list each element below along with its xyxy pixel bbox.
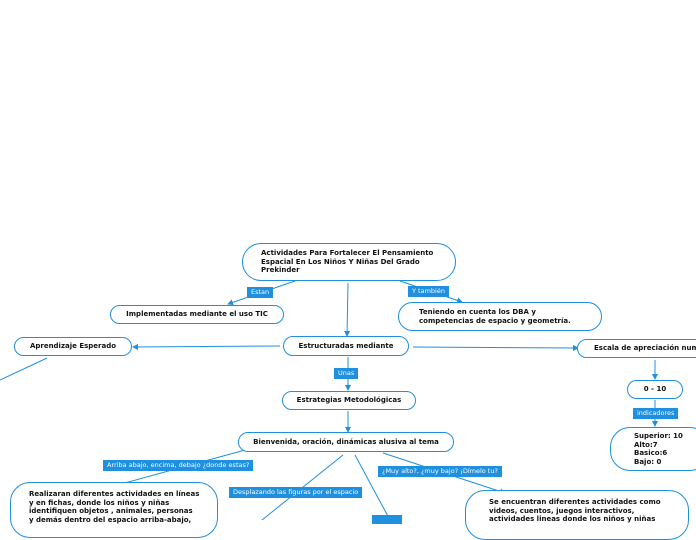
edge-root-estructuradas [344, 282, 351, 337]
mind-map-canvas: Actividades Para Fortalecer El Pensamien… [0, 243, 696, 540]
node-escala-text: Escala de apreciación num [594, 344, 696, 353]
node-realizaran-text: Realizaran diferentes actividades en lín… [29, 490, 200, 524]
label-tambien[interactable]: Y también [408, 286, 449, 297]
node-bienvenida-text: Bienvenida, oración, dinámicas alusiva a… [253, 437, 439, 446]
label-arriba[interactable]: Arriba abajo, encima, debajo ¿donde esta… [103, 460, 254, 471]
edge-bienvenida-cut [354, 454, 391, 520]
edge-estructuradas-aprendizaje [132, 343, 281, 350]
node-realizaran[interactable]: Realizaran diferentes actividades en lín… [10, 482, 218, 538]
label-estan[interactable]: Estan [247, 287, 274, 298]
node-bienvenida[interactable]: Bienvenida, oración, dinámicas alusiva a… [238, 432, 454, 452]
node-dba[interactable]: Teniendo en cuenta los DBA y competencia… [398, 302, 602, 331]
root-node[interactable]: Actividades Para Fortalecer El Pensamien… [242, 243, 456, 281]
label-desplazando[interactable]: Desplazando las figuras por el espacio [229, 487, 363, 498]
node-rango[interactable]: 0 - 10 [627, 380, 683, 399]
node-niveles-text: Superior: 10 Alto:7 Basico:6 Bajo: 0 [634, 432, 683, 466]
node-estrategias-text: Estrategias Metodológicas [296, 396, 402, 405]
node-tic[interactable]: Implementadas mediante el uso TIC [110, 305, 284, 324]
node-juegos-text: Se encuentran diferentes actividades com… [489, 498, 661, 523]
edge-estructuradas-escala [412, 344, 579, 351]
node-estrategias[interactable]: Estrategias Metodológicas [282, 391, 416, 410]
node-estructuradas[interactable]: Estructuradas mediante [283, 336, 409, 356]
node-escala[interactable]: Escala de apreciación num [577, 339, 696, 358]
edge-aprendizaje-out [0, 357, 48, 381]
label-indicadores[interactable]: indicadores [633, 408, 679, 419]
node-niveles[interactable]: Superior: 10 Alto:7 Basico:6 Bajo: 0 [610, 427, 696, 471]
node-aprendizaje[interactable]: Aprendizaje Esperado [14, 337, 132, 356]
label-alto[interactable]: ¿Muy alto?, ¿muy bajo? ¡Dímelo tu? [378, 466, 502, 477]
root-node-text: Actividades Para Fortalecer El Pensamien… [261, 249, 434, 275]
node-rango-text: 0 - 10 [643, 385, 667, 394]
node-tic-text: Implementadas mediante el uso TIC [126, 310, 268, 319]
node-juegos[interactable]: Se encuentran diferentes actividades com… [465, 490, 689, 540]
node-aprendizaje-text: Aprendizaje Esperado [29, 342, 117, 351]
node-estructuradas-text: Estructuradas mediante [298, 341, 394, 350]
label-unas[interactable]: Unas [334, 368, 359, 379]
node-dba-text: Teniendo en cuenta los DBA y competencia… [419, 308, 571, 325]
